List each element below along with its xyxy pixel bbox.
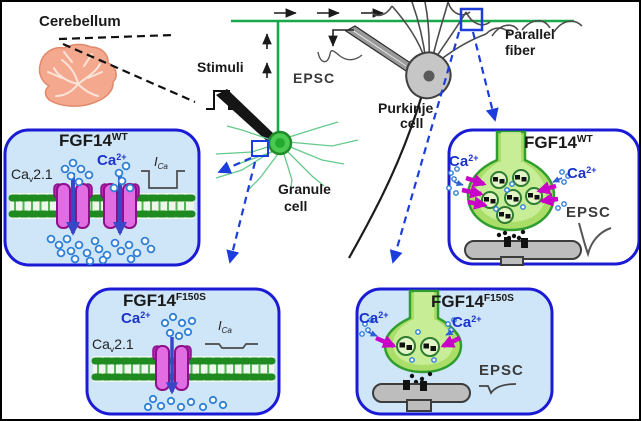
f150s-left-box-title: FGF14F150S [123,291,206,310]
purkinje-cell-label-line1: Purkinje [378,100,434,116]
f150s-right-box-title: FGF14F150S [431,292,514,311]
epsc-hook-arrow [317,29,363,63]
zoom-arrow-to-wt-right [471,31,499,122]
epsc-box-label: EPSC [566,204,611,221]
title-base: FGF14 [59,131,112,150]
purkinje-cell-drawing [348,2,583,259]
cav2-1-channel [53,173,93,236]
stimuli-label: Stimuli [197,59,244,75]
wt-left-box [3,128,201,267]
zoom-arrow-to-f150s-left [226,161,257,264]
ca2-label: Ca2+ [359,310,389,327]
title-sup: WT [111,132,128,144]
purkinje-cell-label-line2: cell [400,115,424,131]
ica-label: ICa [218,318,232,335]
zoom-arrows [217,31,499,264]
ca-influx-arrows-magenta [375,335,461,349]
stimulus-pulse-icon [206,90,238,110]
cav2-1-channel [152,337,192,395]
ica-trace-small [205,343,258,349]
ca2-label: Ca2+ [449,153,479,170]
epsc-box-label: EPSC [479,362,524,379]
released-neurotransmitter [409,371,433,385]
epsc-top-label: EPSC [293,70,336,86]
cav21-label: Cav2.1 [92,336,134,355]
ca-ions-intracellular [46,234,156,266]
granule-cell-label-line2: cell [284,198,308,214]
zoom-arrow-to-wt-left [217,156,252,174]
epsc-trace-small [479,383,517,395]
ca-ions-intracellular [143,394,228,412]
ca2-label: Ca2+ [97,152,127,169]
wt-right-box-title: FGF14WT [524,133,593,152]
ica-label: ICa [154,154,168,171]
cav21-label: Cav2.1 [11,166,53,185]
parallel-fiber-label-line2: fiber [505,42,536,58]
stimulating-electrode-icon [216,89,275,142]
parallel-fiber-label-line1: Parallel [505,26,555,42]
wt-left-box-title: FGF14WT [59,132,128,149]
ca-ion-clusters [446,166,571,212]
postsynaptic-spine [464,237,582,266]
roi-box-parallel-fiber-synapse [459,7,484,32]
cerebellum-illustration [38,43,117,107]
recording-electrode-icon [344,25,413,72]
ca-ion-clusters [359,317,457,363]
ca2-label: Ca2+ [567,165,597,182]
roi-box-granule-soma [251,140,269,157]
ca-influx-arrows-magenta [461,174,559,210]
epsc-trace-large [578,222,612,258]
wt-right-box [446,128,639,266]
f150s-left-box [85,287,281,416]
cerebellum-label: Cerebellum [39,13,121,30]
granule-cell-label-line1: Granule [278,181,331,197]
zoom-arrow-to-f150s-right [389,31,461,264]
ca-ions-extracellular [60,158,135,193]
postsynaptic-spine [372,380,471,412]
f150s-right-box [355,287,554,416]
synaptic-vesicles [396,336,440,357]
cerebellum-pointer-lines [58,33,196,104]
ca2-label: Ca2+ [452,314,482,331]
ca2-label: Ca2+ [121,310,151,327]
ca-ions-extracellular [160,312,197,341]
ica-trace-large [141,170,185,189]
